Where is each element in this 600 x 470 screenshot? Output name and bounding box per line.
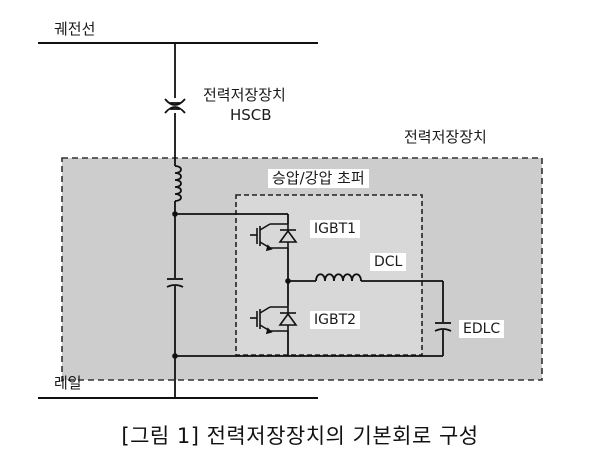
edlc-label: EDLC <box>459 320 505 338</box>
catenary-label: 궤전선 <box>54 20 96 38</box>
dcl-label: DCL <box>370 253 407 271</box>
ess-region-border <box>61 157 543 381</box>
igbt1-label: IGBT1 <box>310 220 361 238</box>
hscb-label: HSCB <box>230 106 272 124</box>
hscb-title-label: 전력저장장치 <box>203 86 286 104</box>
dcl-inductor <box>315 273 362 282</box>
chopper-label: 승압/강압 초퍼 <box>268 169 369 188</box>
filter-capacitor <box>166 278 184 288</box>
ess-box-label: 전력저장장치 <box>404 128 487 146</box>
chopper-region-border <box>235 194 423 356</box>
hscb-symbol <box>164 98 186 114</box>
igbt1-symbol <box>250 223 298 252</box>
line-inductor <box>174 165 182 202</box>
edlc-capacitor <box>434 322 452 332</box>
igbt2-symbol <box>250 305 298 335</box>
igbt2-label: IGBT2 <box>310 311 361 329</box>
rail-label: 레일 <box>54 374 82 392</box>
figure-caption: [그림 1] 전력저장장치의 기본회로 구성 <box>121 424 479 448</box>
